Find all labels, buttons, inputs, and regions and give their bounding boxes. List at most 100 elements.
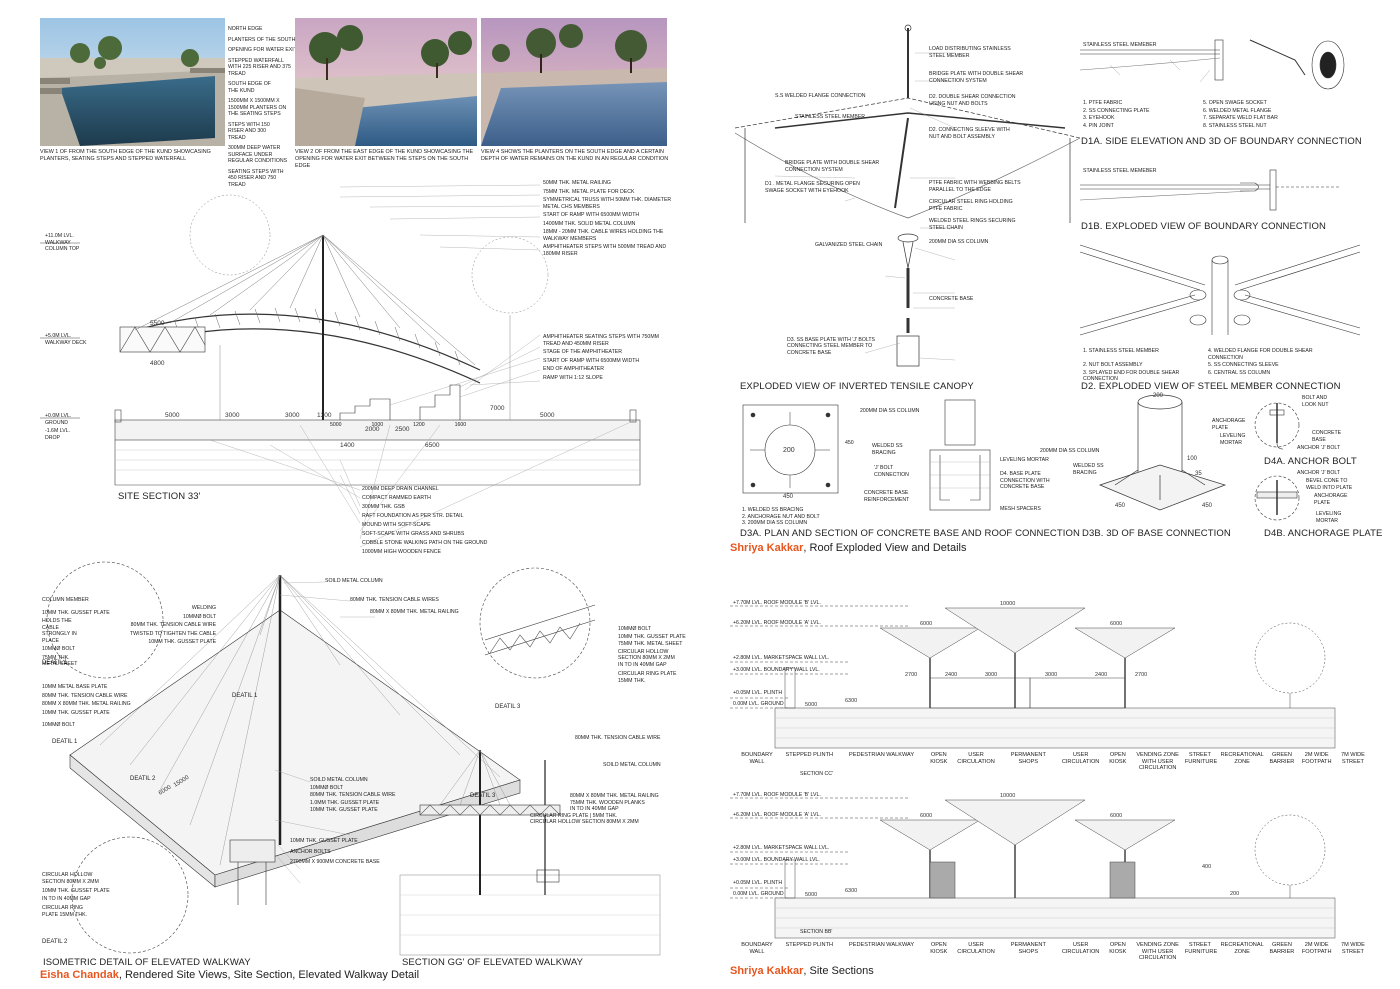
note: IN TO IN 40mm GAP [570, 806, 619, 812]
zone-label: BOUNDARY WALL [741, 752, 773, 765]
note: BRIDGE PLATE WITH DOUBLE SHEAR CONNECTIO… [785, 160, 880, 173]
note: SOFT-SCAPE WITH GRASS AND SHRUBS [362, 531, 465, 537]
dim-label: 200 [1230, 891, 1239, 897]
dim-label: 3000 [225, 412, 240, 419]
dim-label: 5000 [805, 702, 817, 708]
d4b-label: ANCHOR 'J' BOLT [1297, 470, 1341, 476]
d1a-title: D1A. SIDE ELEVATION AND 3D OF BOUNDARY C… [1081, 136, 1362, 147]
d1b-title: D1B. EXPLODED VIEW OF BOUNDARY CONNECTIO… [1081, 221, 1326, 232]
legend-item: 2. NUT BOLT ASSEMBLY [1083, 362, 1143, 368]
d3b-label: WELDED SS BRACING [1073, 463, 1104, 476]
canopy-exploded-drawing [734, 24, 1081, 367]
dim-label: 4800 [150, 360, 165, 367]
zone-label: USER CIRCULATION [957, 752, 995, 765]
d4b-drawing [1254, 475, 1300, 521]
dim-label: 200 [1153, 393, 1164, 399]
level-label: 0.00M LVL. GROUND [733, 890, 784, 897]
legend-item: 1. PTFE FABRIC [1083, 100, 1123, 106]
note: 10mm THK. GUSSET PLATE [42, 609, 110, 616]
detail2-notes: CIRCULAR HOLLOW SECTION 80mm X 2mm 10mm … [42, 872, 110, 918]
note: CIRCULAR RING PLATE | 5mm THK. [530, 812, 618, 819]
rendered-view-2 [295, 18, 477, 146]
note: 10mm THK. GUSSET PLATE [42, 709, 110, 716]
note: MOUND WITH SOFT-SCAPE [362, 522, 431, 528]
note: 75mm THK. WOODEN PLANKS [570, 799, 645, 806]
d3b-drawing: 200 100 35 450 450 [1099, 393, 1227, 511]
d4b-label: ANCHORAGE PLATE [1314, 493, 1348, 506]
section-cc-label: SECTION CC' [800, 771, 833, 777]
d4a-label: CONCRETE BASE [1312, 430, 1342, 443]
level-label: +0.05M LVL. PLINTH [733, 690, 783, 696]
detail-label: DEATIL 3 [470, 793, 496, 799]
note: TWISTED TO TIGHTEN THE CABLE [130, 630, 217, 637]
d3a-label: LEVELING MORTAR [1000, 457, 1049, 463]
d4b-label: LEVELING MORTAR [1316, 511, 1342, 524]
level-label: +7.70M LVL. ROOF MODULE 'B' LVL. [733, 792, 821, 798]
dim-label: 35 [1195, 471, 1202, 477]
cc-levels: +7.70M LVL. ROOF MODULE 'B' LVL. +6.20M … [733, 600, 829, 707]
note: STAGE OF THE AMPHITHEATER [543, 349, 622, 355]
note: 80mm THK. TENSION CABLE WIRE [310, 792, 396, 798]
note: START OF RAMP WITH 6500mm WIDTH [543, 357, 640, 364]
note: PTFE FABRIC WITH WEBBING BELTS PARALLEL … [929, 180, 1021, 193]
note: 10mm THK. GUSSET PLATE [310, 807, 378, 813]
legend-item: 2. SS CONNECTING PLATE [1083, 107, 1150, 114]
walkway-isometric-drawing: 6000 15000 [46, 561, 661, 956]
note: LOAD DISTRIBUTING STAINLESS STEEL MEMBER [929, 46, 1011, 59]
legend-item: 1. WELDED SS BRACING [742, 507, 804, 513]
zone-label: PERMANENT SHOPS [1010, 942, 1046, 955]
level-label: +2.80M LVL. MARKETSPACE WALL LVL. [733, 845, 830, 851]
rendered-view-1 [40, 18, 225, 146]
d3b-label: 200MM DIA SS COLUMN [1040, 448, 1100, 454]
note: 75mm THK. METAL SHEET [42, 654, 78, 668]
note: CIRCULAR RING PLATE 15mm THK. [618, 671, 677, 684]
dim-label: 6000 [1110, 621, 1122, 627]
dim-label: 6000 [1110, 813, 1122, 819]
d2-drawing [1079, 244, 1361, 336]
dim-label: 7000 [490, 405, 505, 412]
dim-label: 2700 [905, 672, 917, 678]
note: 10mm THK. GUSSET PLATE [618, 633, 686, 640]
bb-zone-row: BOUNDARY WALL STEPPED PLINTH PEDESTRIAN … [737, 942, 1367, 962]
iso-notes-base: 10mm THK. GUSSET PLATE ANCHOR BOLTS 2700… [290, 838, 380, 866]
note: END OF AMPHITHEATER [543, 366, 605, 372]
d1a-legend: 1. PTFE FABRIC 5. OPEN SWAGE SOCKET 2. S… [1083, 100, 1323, 129]
note: 10mm THK. GUSSET PLATE [148, 639, 217, 645]
d3a-label: 'J' BOLT CONNECTION [874, 465, 909, 478]
zone-label: STEPPED PLINTH [785, 942, 834, 948]
zone-label: STEPPED PLINTH [785, 752, 834, 758]
dim-label: 6500 [425, 442, 440, 449]
dim-label: 6300 [845, 888, 857, 894]
dim-label: 100 [1187, 456, 1198, 462]
d1a-drawing [1079, 39, 1345, 90]
note: 80mm THK. TENSION CABLE WIRE [42, 692, 128, 699]
bb-levels: +7.70M LVL. ROOF MODULE 'B' LVL. +6.20M … [733, 792, 829, 897]
note: AMPHITHEATER STEPS WITH 500mm TREAD AND … [543, 244, 667, 257]
note: D2. CONNECTING SLEEVE WITH NUT AND BOLT … [929, 127, 1010, 140]
d3a-label: MESH SPACERS [1000, 506, 1041, 512]
note: S.S WELDED FLANGE CONNECTION [775, 93, 866, 99]
legend-item: 6. WELDED METAL FLANGE [1203, 107, 1272, 114]
note: WELDED STEEL RINGS SECURING STEEL CHAIN [929, 218, 1016, 231]
zone-label: PERMANENT SHOPS [1010, 752, 1046, 765]
site-section-cc-drawing: 10000 6000 6000 2700 2400 3000 3000 2400… [730, 601, 1336, 749]
note: HOLDS THE CABLE STRONGLY IN PLACE [42, 618, 77, 644]
note: COMPACT RAMMED EARTH [362, 495, 431, 501]
legend-item: 2. ANCHORAGE NUT AND BOLT [742, 513, 820, 520]
zone-label: RECREATIONAL ZONE [1220, 752, 1264, 765]
canopy-notes-left: S.S WELDED FLANGE CONNECTION STAINLESS S… [765, 93, 887, 356]
note: BRIDGE PLATE WITH DOUBLE SHEAR CONNECTIO… [929, 71, 1024, 84]
zone-label: USER CIRCULATION [957, 942, 995, 955]
legend-item: 5. OPEN SWAGE SOCKET [1203, 100, 1267, 106]
dim-label: 10000 [1000, 601, 1015, 607]
note: SOILD METAL COLUMN [310, 777, 368, 783]
d3b-title: D3B. 3D OF BASE CONNECTION [1082, 528, 1231, 539]
d1b-member-label: STAINLESS STEEL MEMEBER [1083, 168, 1157, 174]
zone-label: PEDESTRIAN WALKWAY [849, 752, 915, 758]
note: SOILD METAL COLUMN [325, 578, 383, 584]
level-label: +3.00M LVL. BOUNDARY WALL LVL. [733, 856, 820, 863]
site-section-title: SITE SECTION 33' [118, 491, 201, 502]
d3a-label: WELDED SS BRACING [872, 443, 903, 456]
level-label: +6.20M LVL. ROOF MODULE 'A' LVL. [733, 619, 821, 626]
dim-label: 6300 [845, 698, 857, 704]
